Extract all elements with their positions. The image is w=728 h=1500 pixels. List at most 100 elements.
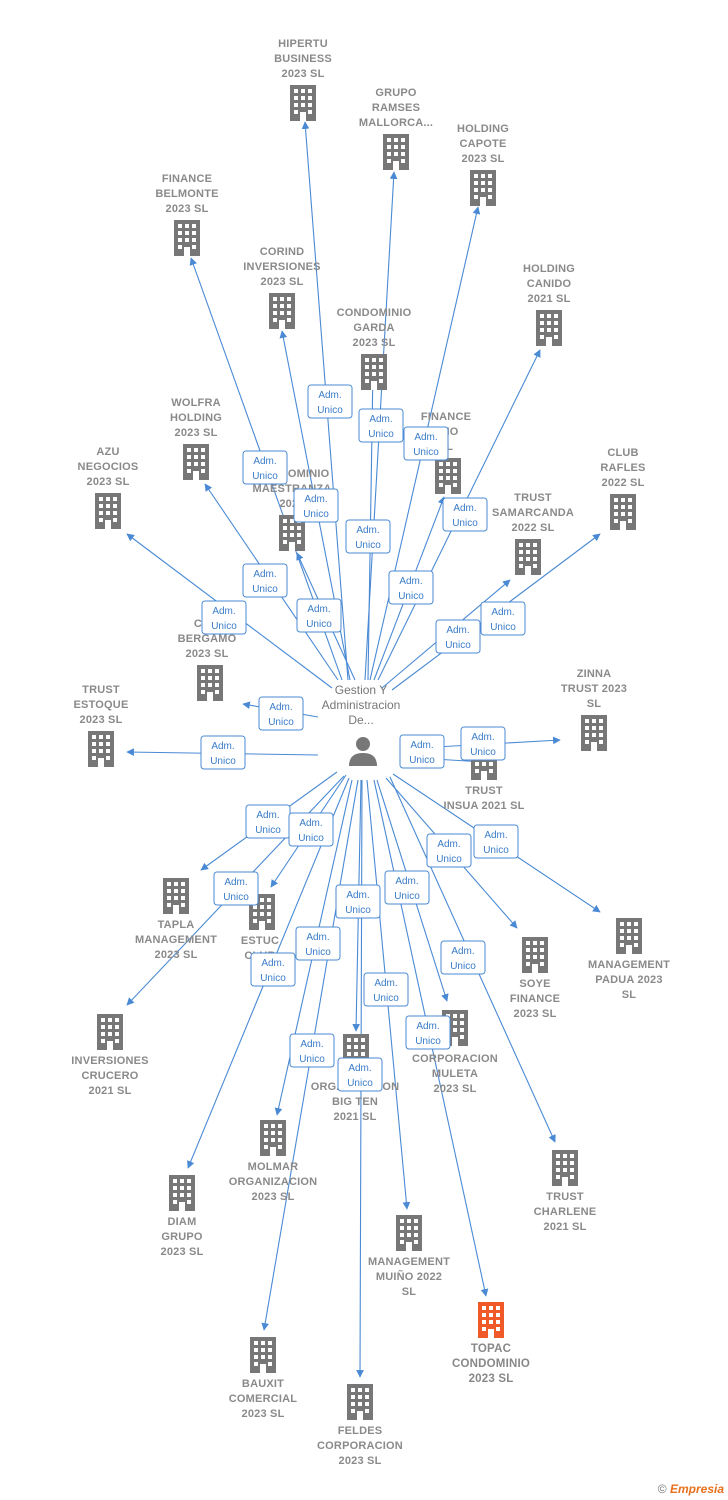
role-badge-management-muino[interactable]: Adm.Unico (363, 972, 409, 1007)
building-icon (581, 715, 607, 751)
role-badge-text: Adm. (416, 1021, 439, 1032)
role-badge-text: Unico (452, 518, 478, 529)
role-badge-finance-belmonte[interactable]: Adm.Unico (242, 450, 288, 485)
role-badge-grupo-ramses[interactable]: Adm.Unico (358, 408, 404, 443)
role-badge-tapla[interactable]: Adm.Unico (245, 804, 291, 839)
center-node[interactable]: Gestion YAdministracionDe... (322, 683, 401, 766)
company-label-line: TRUST (514, 492, 552, 504)
role-badge-trust-charlene[interactable]: Adm.Unico (440, 940, 486, 975)
role-badge-finance-ano[interactable]: Adm.Unico (388, 570, 434, 605)
company-label-line: INVERSIONES (243, 261, 320, 273)
company-label-line: CHARLENE (534, 1206, 597, 1218)
company-label-line: 2023 SL (434, 1083, 477, 1095)
role-badge-club-rafles[interactable]: Adm.Unico (480, 601, 526, 636)
role-badge-feldes[interactable]: Adm.Unico (337, 1057, 383, 1092)
role-badge-frame (242, 450, 288, 485)
company-label-line: ESTOQUE (74, 699, 129, 711)
role-badge-molmar[interactable]: Adm.Unico (295, 926, 341, 961)
role-badge-text: Adm. (269, 702, 292, 713)
role-badge-condominio-garda[interactable]: Adm.Unico (345, 519, 391, 554)
role-badge-condominio-maestranza[interactable]: Adm.Unico (296, 598, 342, 633)
company-label-line: MULETA (432, 1068, 478, 1080)
building-icon (174, 220, 200, 256)
company-label-line: MOLMAR (248, 1161, 299, 1173)
building-icon (610, 494, 636, 530)
building-icon (536, 310, 562, 346)
company-label-line: HOLDING (457, 123, 509, 135)
company-label-line: INSUA 2021 SL (443, 800, 524, 812)
role-badge-text: Unico (483, 845, 509, 856)
copyright-symbol: © (657, 1482, 667, 1496)
company-label-line: 2023 SL (469, 1373, 514, 1385)
role-badge-estuc-club[interactable]: Adm.Unico (288, 812, 334, 847)
role-badge-frame (337, 1057, 383, 1092)
role-badge-text: Adm. (437, 839, 460, 850)
role-badge-holding-capote[interactable]: Adm.Unico (403, 426, 449, 461)
role-badge-topac[interactable]: Adm.Unico (405, 1015, 451, 1050)
role-badge-hipertu[interactable]: Adm.Unico (307, 384, 353, 419)
role-badge-holding-canido[interactable]: Adm.Unico (442, 497, 488, 532)
role-badge-frame (213, 871, 259, 906)
company-label-line: TRUST (82, 684, 120, 696)
role-badge-text: Adm. (410, 740, 433, 751)
role-badge-soye[interactable]: Adm.Unico (426, 833, 472, 868)
role-badge-inversiones-crucero[interactable]: Adm.Unico (213, 871, 259, 906)
company-label-line: 2023 SL (242, 1408, 285, 1420)
role-badge-frame (403, 426, 449, 461)
role-badge-bauxit[interactable]: Adm.Unico (289, 1033, 335, 1068)
building-icon (522, 937, 548, 973)
role-badge-frame (296, 598, 342, 633)
company-label-line: 2023 SL (166, 203, 209, 215)
role-badge-corind[interactable]: Adm.Unico (293, 488, 339, 523)
company-label-line: 2023 SL (514, 1008, 557, 1020)
role-badge-organizacion-big-ten[interactable]: Adm.Unico (335, 884, 381, 919)
role-badge-text: Unico (445, 640, 471, 651)
building-icon (197, 665, 223, 701)
role-badge-text: Adm. (348, 1063, 371, 1074)
company-label-line: MANAGEMENT (368, 1256, 450, 1268)
company-node-grupo-ramses[interactable]: GRUPORAMSESMALLORCA... (359, 87, 433, 170)
role-badge-azu[interactable]: Adm.Unico (201, 600, 247, 635)
building-icon (383, 134, 409, 170)
role-badge-text: Unico (450, 961, 476, 972)
role-badge-wolfra[interactable]: Adm.Unico (242, 563, 288, 598)
role-badge-trust-insua[interactable]: Adm.Unico (399, 734, 445, 769)
brand-logo[interactable]: Empresia (669, 1482, 724, 1496)
role-badge-zinna[interactable]: Adm.Unico (460, 726, 506, 761)
role-badge-trust-estoque[interactable]: Adm.Unico (200, 735, 246, 770)
role-badge-trust-samarcanda[interactable]: Adm.Unico (435, 619, 481, 654)
role-badge-management-padua[interactable]: Adm.Unico (473, 824, 519, 859)
role-badge-text: Adm. (395, 876, 418, 887)
role-badge-com-bergamo[interactable]: Adm.Unico (258, 696, 304, 731)
role-badge-text: Unico (211, 621, 237, 632)
role-badge-corporacion-muleta[interactable]: Adm.Unico (384, 870, 430, 905)
role-badge-text: Adm. (304, 494, 327, 505)
role-badge-text: Adm. (306, 932, 329, 943)
role-badge-diam[interactable]: Adm.Unico (250, 952, 296, 987)
